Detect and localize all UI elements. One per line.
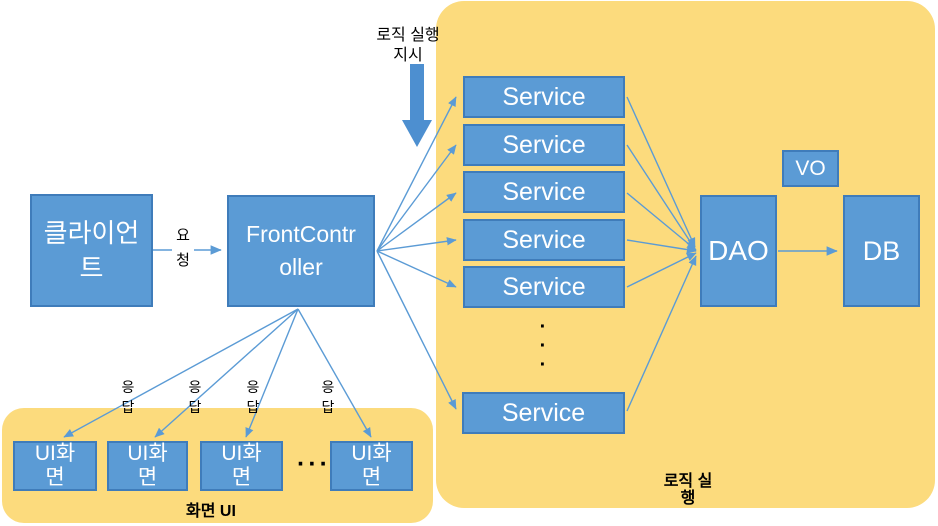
service-box: Service	[463, 76, 625, 118]
client-box: 클라이언 트	[30, 194, 153, 307]
ui-screen-box: UI화 면	[13, 441, 97, 491]
vertical-ellipsis: · · ·	[539, 316, 547, 376]
service-box: Service	[463, 171, 625, 213]
service-box: Service	[462, 392, 625, 434]
response-label: 응 답	[321, 379, 335, 415]
ui-screen-box: UI화 면	[330, 441, 413, 491]
response-label: 응 답	[246, 379, 260, 415]
service-box: Service	[463, 219, 625, 261]
db-box: DB	[843, 195, 920, 307]
response-label: 응 답	[188, 379, 202, 415]
vo-box: VO	[782, 150, 839, 187]
screen-ui-caption: 화면 UI	[186, 503, 236, 520]
dao-box: DAO	[700, 195, 777, 307]
service-box: Service	[463, 266, 625, 308]
logic-instruction-label: 로직 실행 지시	[376, 27, 440, 64]
ui-screen-box: UI화 면	[107, 441, 188, 491]
service-box: Service	[463, 124, 625, 166]
logic-execution-caption: 로직 실 행	[663, 473, 713, 507]
ui-screen-box: UI화 면	[200, 441, 283, 491]
front-controller-box: FrontContr oller	[227, 195, 375, 307]
logic-instruction-arrow-icon	[402, 64, 432, 147]
request-label: 요 청	[172, 223, 194, 273]
horizontal-ellipsis: ···	[297, 450, 331, 478]
response-label: 응 답	[121, 379, 135, 415]
